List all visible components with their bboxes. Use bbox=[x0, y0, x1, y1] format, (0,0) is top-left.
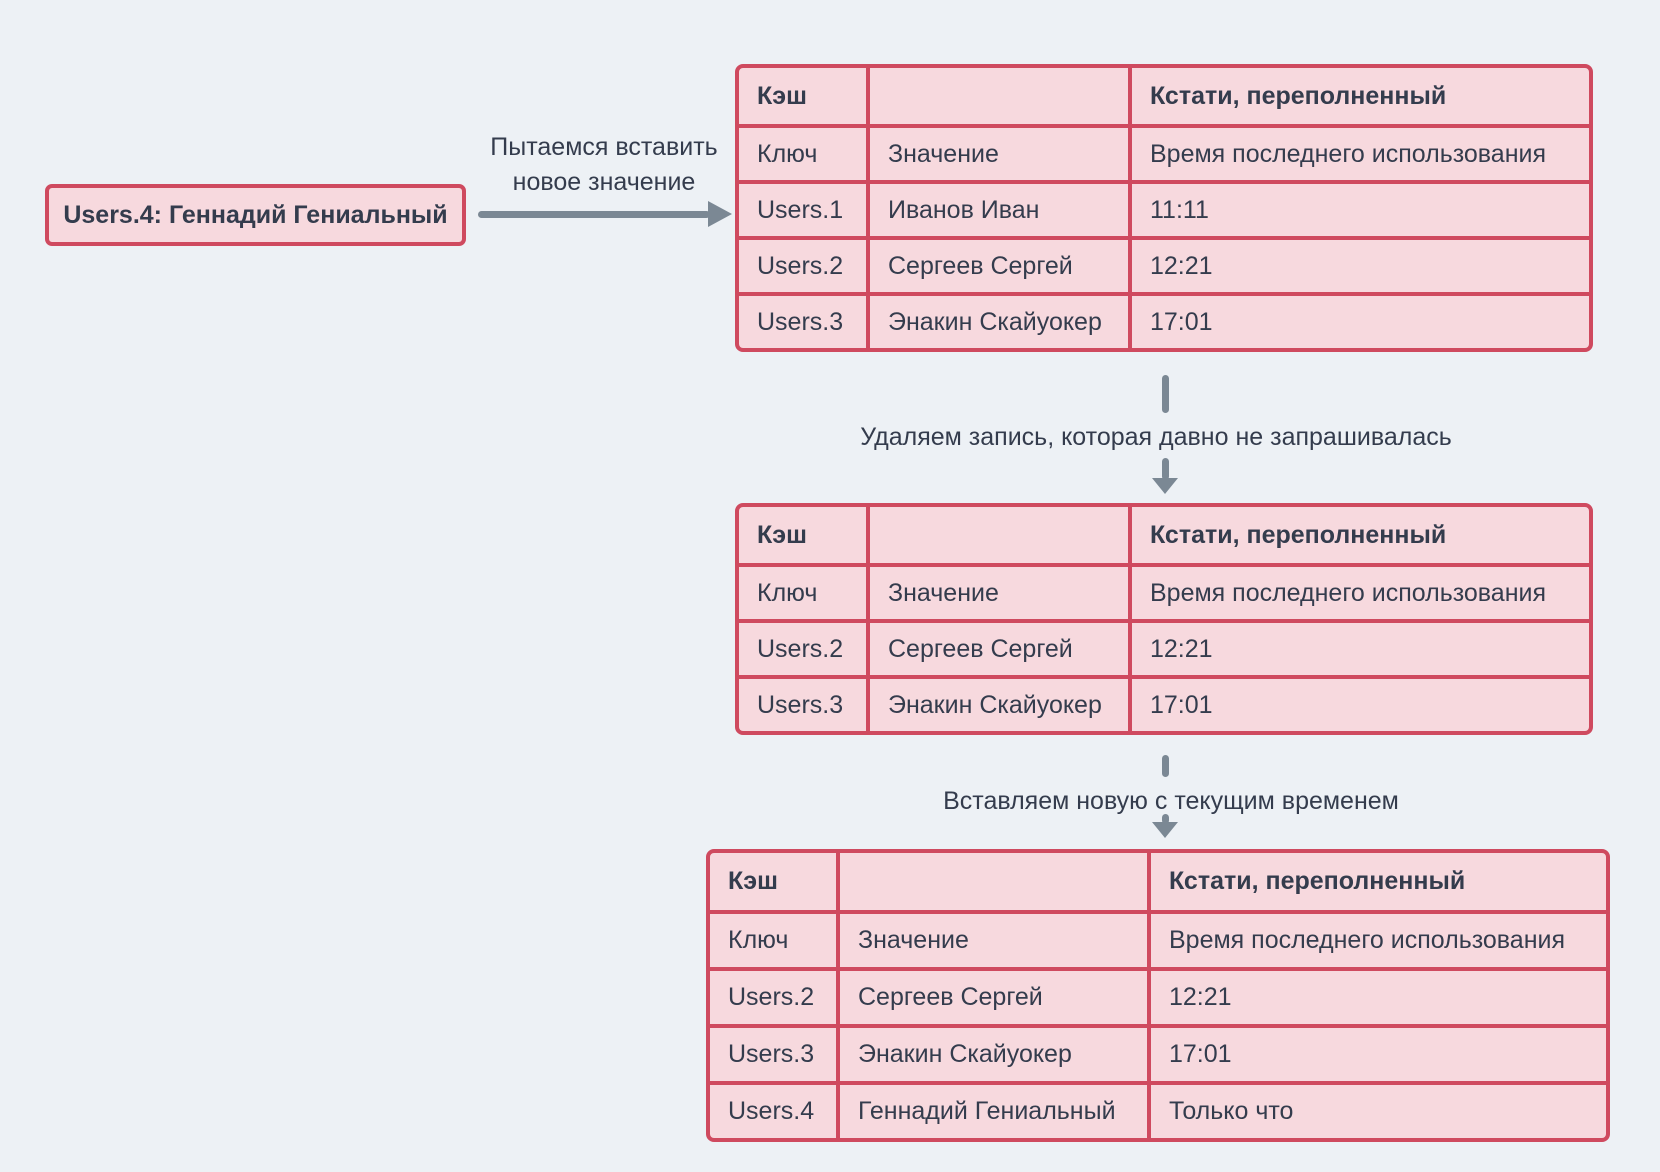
table-empty-header-cell bbox=[866, 507, 1128, 563]
cell-value: Энакин Скайуокер bbox=[836, 1024, 1147, 1081]
column-header-value: Значение bbox=[866, 563, 1128, 619]
right-arrow-line bbox=[478, 211, 710, 218]
cell-key: Users.2 bbox=[739, 236, 866, 292]
cell-value: Сергеев Сергей bbox=[866, 619, 1128, 675]
column-header-value: Значение bbox=[866, 124, 1128, 180]
table-title-cell: Кэш bbox=[757, 81, 807, 110]
cell-time: Только что bbox=[1147, 1081, 1606, 1138]
column-header-time: Время последнего использования bbox=[1128, 563, 1589, 619]
add-arrow-label: Вставляем новую с текущим временем bbox=[943, 787, 1399, 815]
cell-key: Users.3 bbox=[739, 292, 866, 348]
column-header-time: Время последнего использования bbox=[1128, 124, 1589, 180]
right-arrow-icon bbox=[708, 201, 732, 227]
cell-value: Сергеев Сергей bbox=[866, 236, 1128, 292]
down-arrow-line bbox=[1162, 755, 1169, 777]
down-arrow-icon bbox=[1152, 478, 1178, 494]
cache-table-after-eviction: Кэш Кстати, переполненный Ключ Значение … bbox=[735, 503, 1593, 735]
cell-key: Users.4 bbox=[710, 1081, 836, 1138]
table-title-cell: Кэш bbox=[757, 520, 807, 549]
cell-key: Users.2 bbox=[739, 619, 866, 675]
evict-arrow-label: Удаляем запись, которая давно не запраши… bbox=[860, 423, 1452, 451]
column-header-key: Ключ bbox=[710, 910, 836, 967]
table-note-cell: Кстати, переполненный bbox=[1147, 853, 1606, 910]
cell-value: Энакин Скайуокер bbox=[866, 675, 1128, 731]
column-header-key: Ключ bbox=[739, 563, 866, 619]
cache-table-final: Кэш Кстати, переполненный Ключ Значение … bbox=[706, 849, 1610, 1142]
cell-key: Users.2 bbox=[710, 967, 836, 1024]
cell-key: Users.3 bbox=[739, 675, 866, 731]
down-arrow-icon bbox=[1152, 822, 1178, 838]
down-arrow-line bbox=[1162, 814, 1169, 824]
cell-key: Users.1 bbox=[739, 180, 866, 236]
table-note-cell: Кстати, переполненный bbox=[1128, 507, 1589, 563]
cell-value: Геннадий Гениальный bbox=[836, 1081, 1147, 1138]
cell-time: 17:01 bbox=[1147, 1024, 1606, 1081]
table-note-cell: Кстати, переполненный bbox=[1128, 68, 1589, 124]
cell-time: 11:11 bbox=[1128, 180, 1589, 236]
new-entry-label: Users.4: Геннадий Гениальный bbox=[63, 200, 448, 229]
column-header-key: Ключ bbox=[739, 124, 866, 180]
cell-value: Энакин Скайуокер bbox=[866, 292, 1128, 348]
down-arrow-line bbox=[1162, 458, 1169, 480]
cell-time: 17:01 bbox=[1128, 675, 1589, 731]
cell-value: Иванов Иван bbox=[866, 180, 1128, 236]
down-arrow-line bbox=[1162, 375, 1169, 413]
table-empty-header-cell bbox=[836, 853, 1147, 910]
column-header-value: Значение bbox=[836, 910, 1147, 967]
table-empty-header-cell bbox=[866, 68, 1128, 124]
cache-table-initial: Кэш Кстати, переполненный Ключ Значение … bbox=[735, 64, 1593, 352]
cell-time: 12:21 bbox=[1147, 967, 1606, 1024]
cell-value: Сергеев Сергей bbox=[836, 967, 1147, 1024]
cell-time: 17:01 bbox=[1128, 292, 1589, 348]
insert-arrow-label: Пытаемся вставить новое значение bbox=[490, 133, 718, 196]
table-title-cell: Кэш bbox=[728, 867, 778, 895]
cell-time: 12:21 bbox=[1128, 619, 1589, 675]
cell-time: 12:21 bbox=[1128, 236, 1589, 292]
new-entry-box: Users.4: Геннадий Гениальный bbox=[45, 184, 466, 246]
cell-key: Users.3 bbox=[710, 1024, 836, 1081]
column-header-time: Время последнего использования bbox=[1147, 910, 1606, 967]
